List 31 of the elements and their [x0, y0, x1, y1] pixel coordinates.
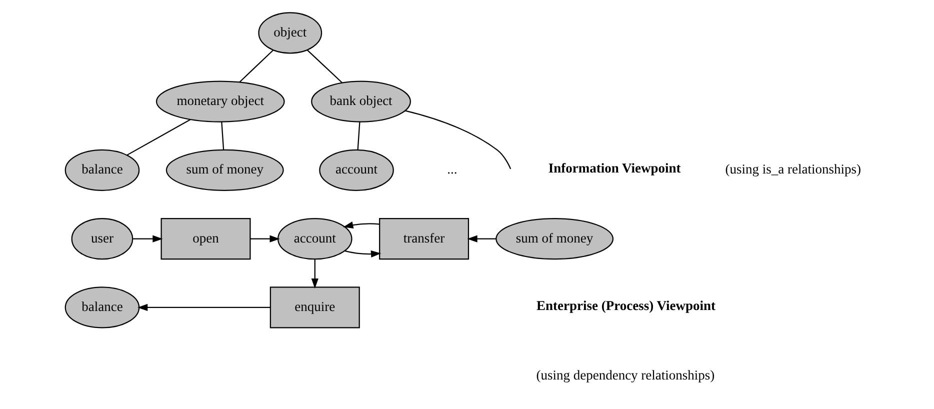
connector — [221, 122, 224, 150]
arrow — [311, 259, 318, 289]
node-ellipse: account — [277, 218, 352, 260]
node-ellipse: bank object — [311, 80, 411, 122]
connector — [239, 50, 274, 83]
label: Information Viewpoint — [548, 160, 681, 176]
label: Enterprise (Process) Viewpoint — [536, 298, 716, 313]
arrow — [344, 250, 382, 258]
node-box: enquire — [270, 286, 360, 328]
connector — [126, 119, 191, 156]
arrow — [132, 235, 163, 242]
connector — [306, 50, 342, 84]
node-ellipse: sum of money — [166, 149, 284, 191]
arrow — [137, 304, 270, 311]
arrow — [467, 235, 496, 242]
label: (using dependency relationships) — [536, 368, 715, 383]
label: (using is_a relationships) — [725, 162, 861, 177]
node-ellipse: balance — [64, 149, 140, 191]
arrow — [250, 235, 280, 242]
node-ellipse: sum of money — [496, 218, 614, 260]
connector — [357, 122, 360, 150]
node-ellipse: user — [71, 218, 134, 260]
node-ellipse: account — [319, 149, 394, 191]
node-ellipse: monetary object — [156, 80, 285, 122]
node-box: open — [160, 218, 251, 260]
label: ... — [447, 162, 458, 177]
node-ellipse: balance — [64, 286, 140, 328]
arrow — [343, 222, 380, 228]
node-box: transfer — [379, 218, 470, 260]
connector — [404, 110, 512, 170]
node-ellipse: object — [258, 12, 322, 54]
